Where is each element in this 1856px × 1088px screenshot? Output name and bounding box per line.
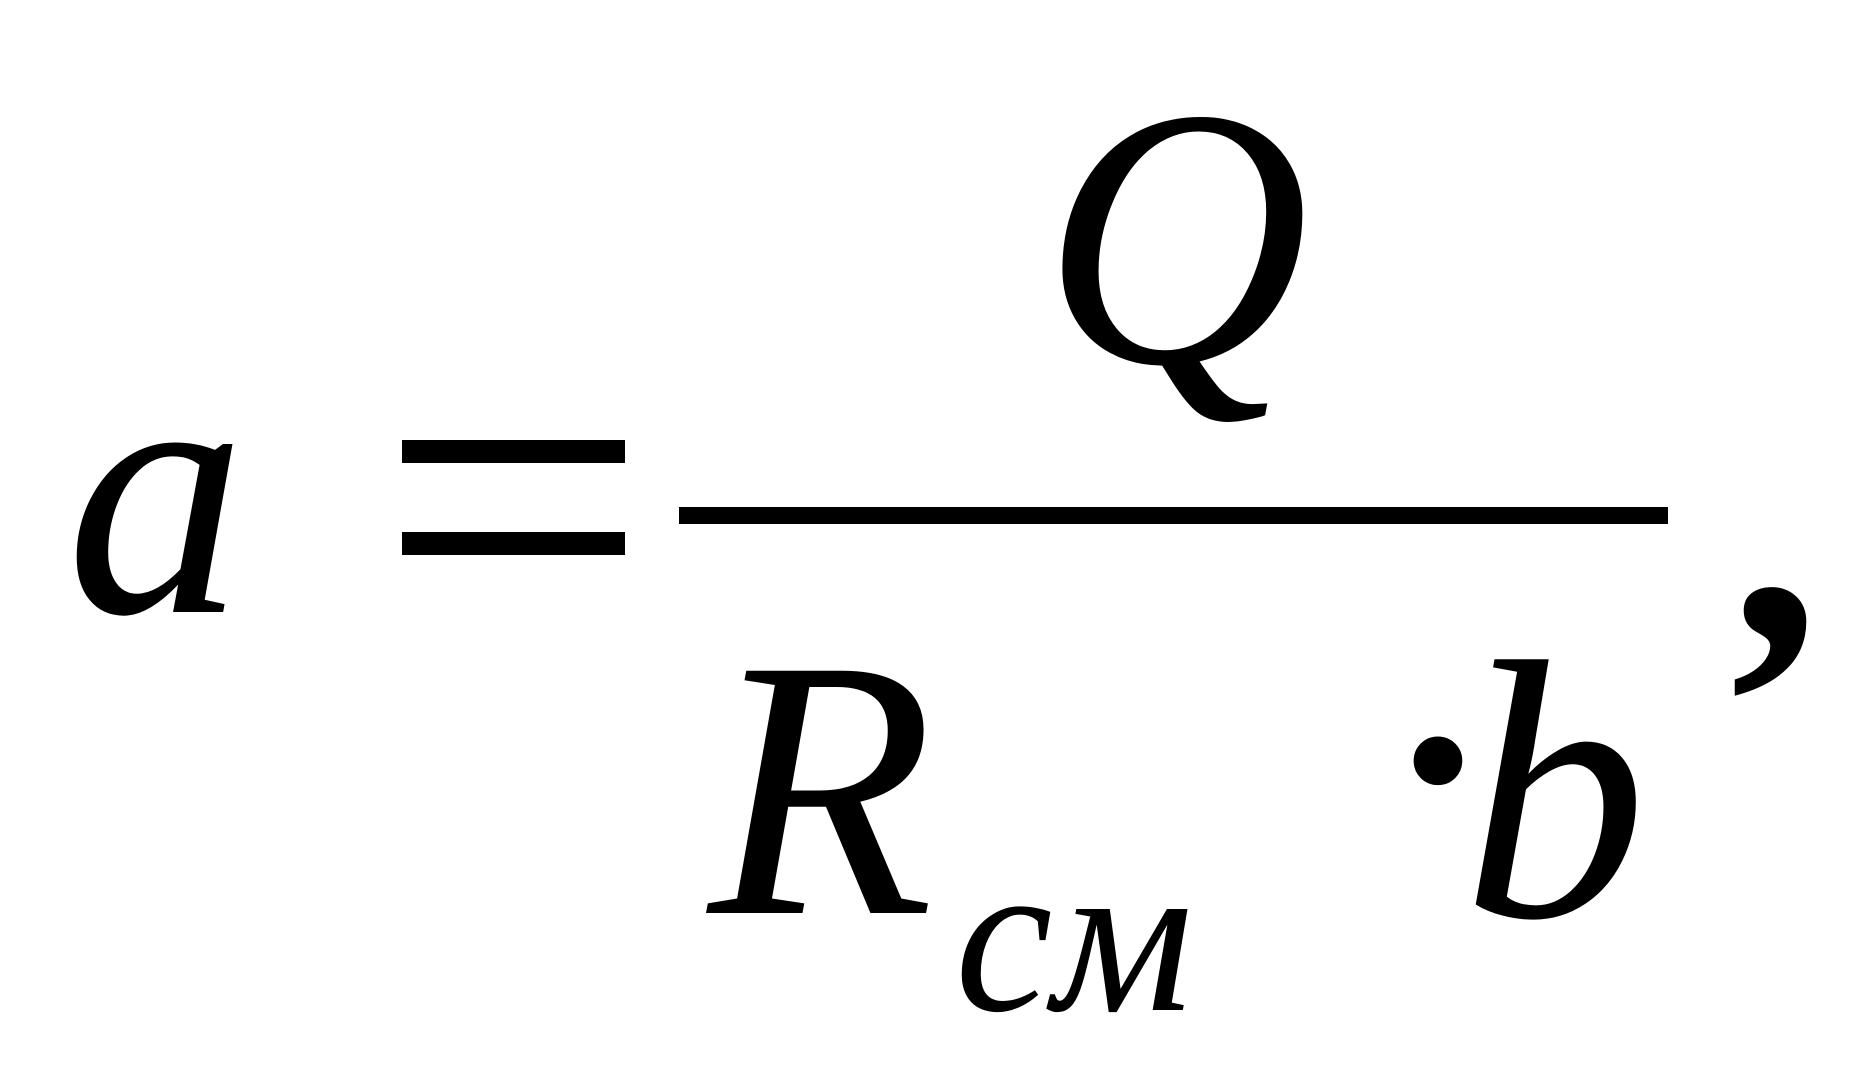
multiplication-dot: · — [1388, 593, 1488, 925]
denominator-subscript: см — [955, 814, 1193, 1058]
denominator-main: R — [702, 584, 934, 994]
fraction-bar — [679, 507, 1668, 524]
numerator: Q — [1042, 33, 1309, 443]
trailing-comma: , — [1730, 319, 1820, 718]
lhs-variable: a — [66, 291, 246, 690]
equals-bar-bottom — [402, 532, 625, 555]
equals-bar-top — [402, 440, 625, 463]
denominator-factor: b — [1462, 587, 1647, 997]
